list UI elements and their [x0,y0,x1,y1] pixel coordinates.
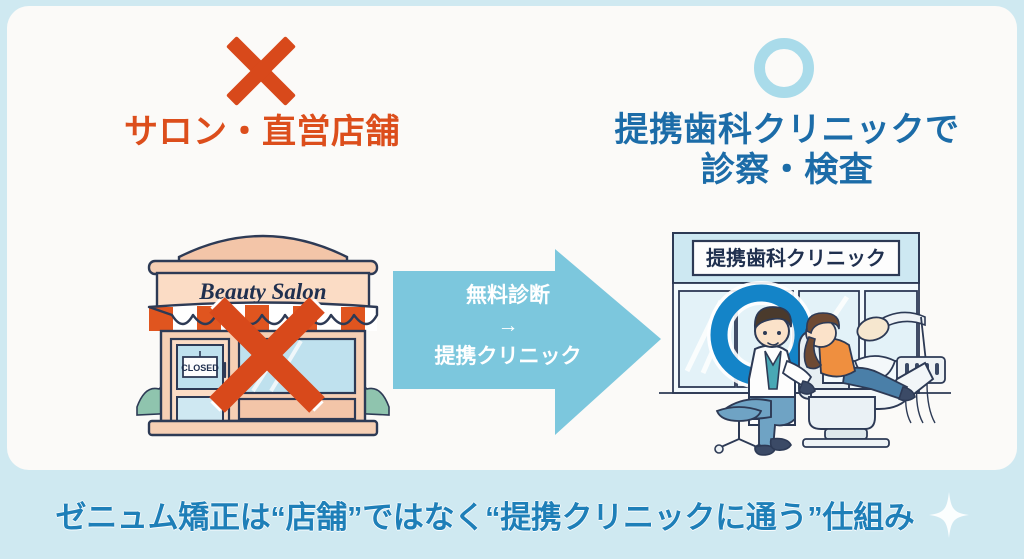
clinic-sign-text: 提携歯科クリニック [706,246,886,270]
right-panel-heading: 提携歯科クリニックで 診察・検査 [614,111,960,190]
process-arrow: 無料診断 → 提携クリニック [393,249,661,435]
bottom-banner: ゼニュム矯正は“店舗”ではなく“提携クリニックに通う”仕組み [0,470,1024,559]
dental-clinic-illustration: 提携歯科クリニック [659,221,951,459]
sparkle-icon [928,491,969,538]
content-card: サロン・直営店舗 提携歯科クリニックで 診察・検査 Beauty Salon [7,6,1017,470]
closed-sign-text: CLOSED [181,363,219,373]
banner-text: ゼニュム矯正は“店舗”ではなく“提携クリニックに通う”仕組み [55,500,915,535]
left-panel-heading: サロン・直営店舗 [124,113,400,151]
arrow-label: 無料診断 → 提携クリニック [434,284,582,368]
beauty-salon-illustration: Beauty Salon [135,211,391,451]
o-mark-icon [754,38,814,98]
x-mark-icon [219,33,303,109]
